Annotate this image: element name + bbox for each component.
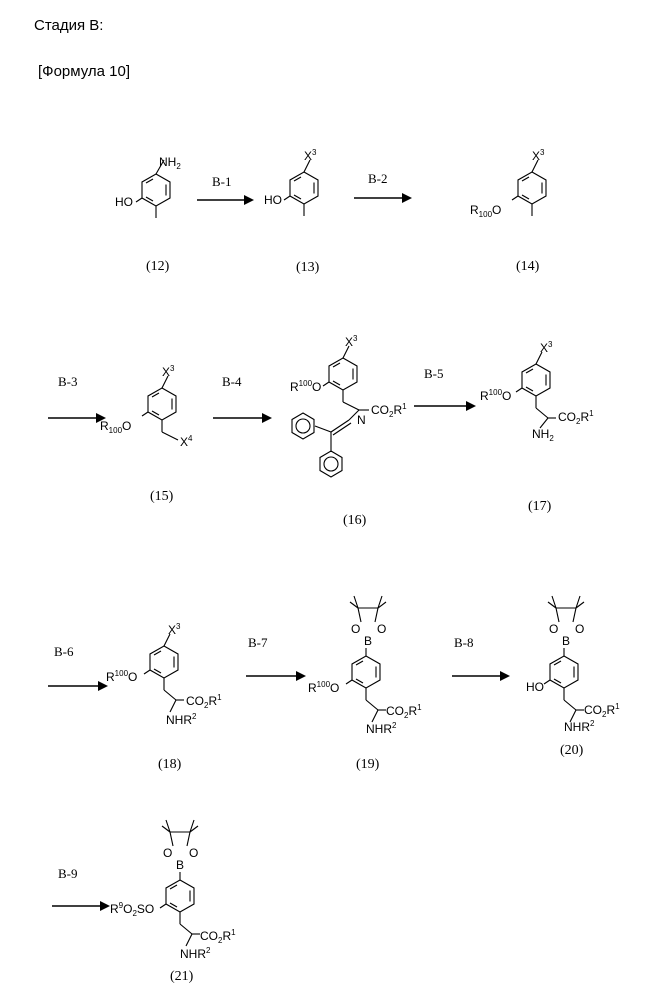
compound-label-16: (16) [343, 513, 367, 528]
o-label-20-right: O [575, 622, 584, 636]
ho-label: HO [115, 195, 133, 209]
step-label-b2: B-2 [368, 171, 388, 186]
compound-20-structure [544, 648, 584, 722]
compound-18-structure [144, 634, 184, 712]
pinacol-boronate-19 [350, 596, 386, 622]
o-label-19-left: O [351, 622, 360, 636]
compound-label-14: (14) [516, 259, 540, 274]
nhr2-label-20: NHR2 [564, 719, 595, 734]
compound-label-15: (15) [150, 489, 174, 504]
co2r1-label-18: CO2R1 [186, 693, 222, 710]
r100o-label-15: R100O [100, 419, 131, 435]
step-label-b1: B-1 [212, 174, 232, 189]
compound-17-structure [516, 352, 556, 428]
r100o-label-19: R100O [308, 680, 339, 695]
r100o-label-16: R100O [290, 379, 321, 394]
compound-19-structure [346, 648, 386, 722]
x3-label-18: X3 [168, 622, 181, 637]
arrowhead-b4 [262, 413, 272, 423]
arrowhead-b7 [296, 671, 306, 681]
o-label-21-left: O [163, 846, 172, 860]
compound-label-18: (18) [158, 757, 182, 772]
x3-label-16: X3 [345, 334, 358, 349]
compound-21-structure [160, 872, 200, 946]
o-label-21-right: O [189, 846, 198, 860]
compound-label-20: (20) [560, 743, 584, 758]
arrowhead-b8 [500, 671, 510, 681]
n-label-16: N [357, 413, 366, 427]
compound-label-17: (17) [528, 499, 552, 514]
compound-label-13: (13) [296, 260, 320, 275]
nh2-label-17: NH2 [532, 427, 554, 443]
nhr2-label-19: NHR2 [366, 721, 397, 736]
page-heading: Стадия B: [34, 17, 103, 34]
r100o-label-14: R100O [470, 203, 501, 219]
r100o-label-18: R100O [106, 669, 137, 684]
compound-14-structure [512, 160, 546, 216]
o-label-19-right: O [377, 622, 386, 636]
nhr2-label-21: NHR2 [180, 946, 211, 961]
phenyl-ring-bottom [320, 451, 342, 477]
arrowhead-b5 [466, 401, 476, 411]
nh2-label: NH2 [159, 155, 181, 171]
b-label-19: B [364, 634, 372, 648]
compound-label-21: (21) [170, 969, 194, 984]
step-label-b7: B-7 [248, 635, 268, 650]
compound-13-structure [284, 160, 318, 216]
step-label-b6: B-6 [54, 644, 74, 659]
b-label-20: B [562, 634, 570, 648]
phenyl-ring-left [292, 413, 314, 439]
co2r1-label-17: CO2R1 [558, 409, 594, 426]
step-label-b8: B-8 [454, 635, 474, 650]
co2r1-label-19: CO2R1 [386, 703, 422, 720]
pinacol-boronate-21 [162, 820, 198, 846]
nhr2-label-18: NHR2 [166, 712, 197, 727]
co2r1-label-20: CO2R1 [584, 702, 620, 719]
o-label-20-left: O [549, 622, 558, 636]
compound-15-structure [142, 376, 178, 440]
step-label-b3: B-3 [58, 374, 78, 389]
arrowhead-b2 [402, 193, 412, 203]
compound-16-structure [315, 346, 369, 452]
x3-label-14: X3 [532, 148, 545, 163]
x3-label-13: X3 [304, 148, 317, 163]
compound-label-12: (12) [146, 259, 170, 274]
x3-label-15: X3 [162, 364, 175, 379]
co2r1-label-16: CO2R1 [371, 402, 407, 419]
formula-label: [Формула 10] [38, 63, 130, 80]
co2r1-label-21: CO2R1 [200, 928, 236, 945]
step-label-b4: B-4 [222, 374, 242, 389]
r9o2so-label-21: R9O2SO [110, 901, 154, 918]
arrowhead-b1 [244, 195, 254, 205]
x4-label-15: X4 [180, 434, 193, 449]
step-label-b9: B-9 [58, 866, 78, 881]
pinacol-boronate-20 [548, 596, 584, 622]
ho-label-13: HO [264, 193, 282, 207]
step-label-b5: B-5 [424, 366, 444, 381]
ho-label-20: HO [526, 680, 544, 694]
compound-label-19: (19) [356, 757, 380, 772]
r100o-label-17: R100O [480, 388, 511, 403]
arrowhead-b9 [100, 901, 110, 911]
x3-label-17: X3 [540, 340, 553, 355]
b-label-21: B [176, 858, 184, 872]
